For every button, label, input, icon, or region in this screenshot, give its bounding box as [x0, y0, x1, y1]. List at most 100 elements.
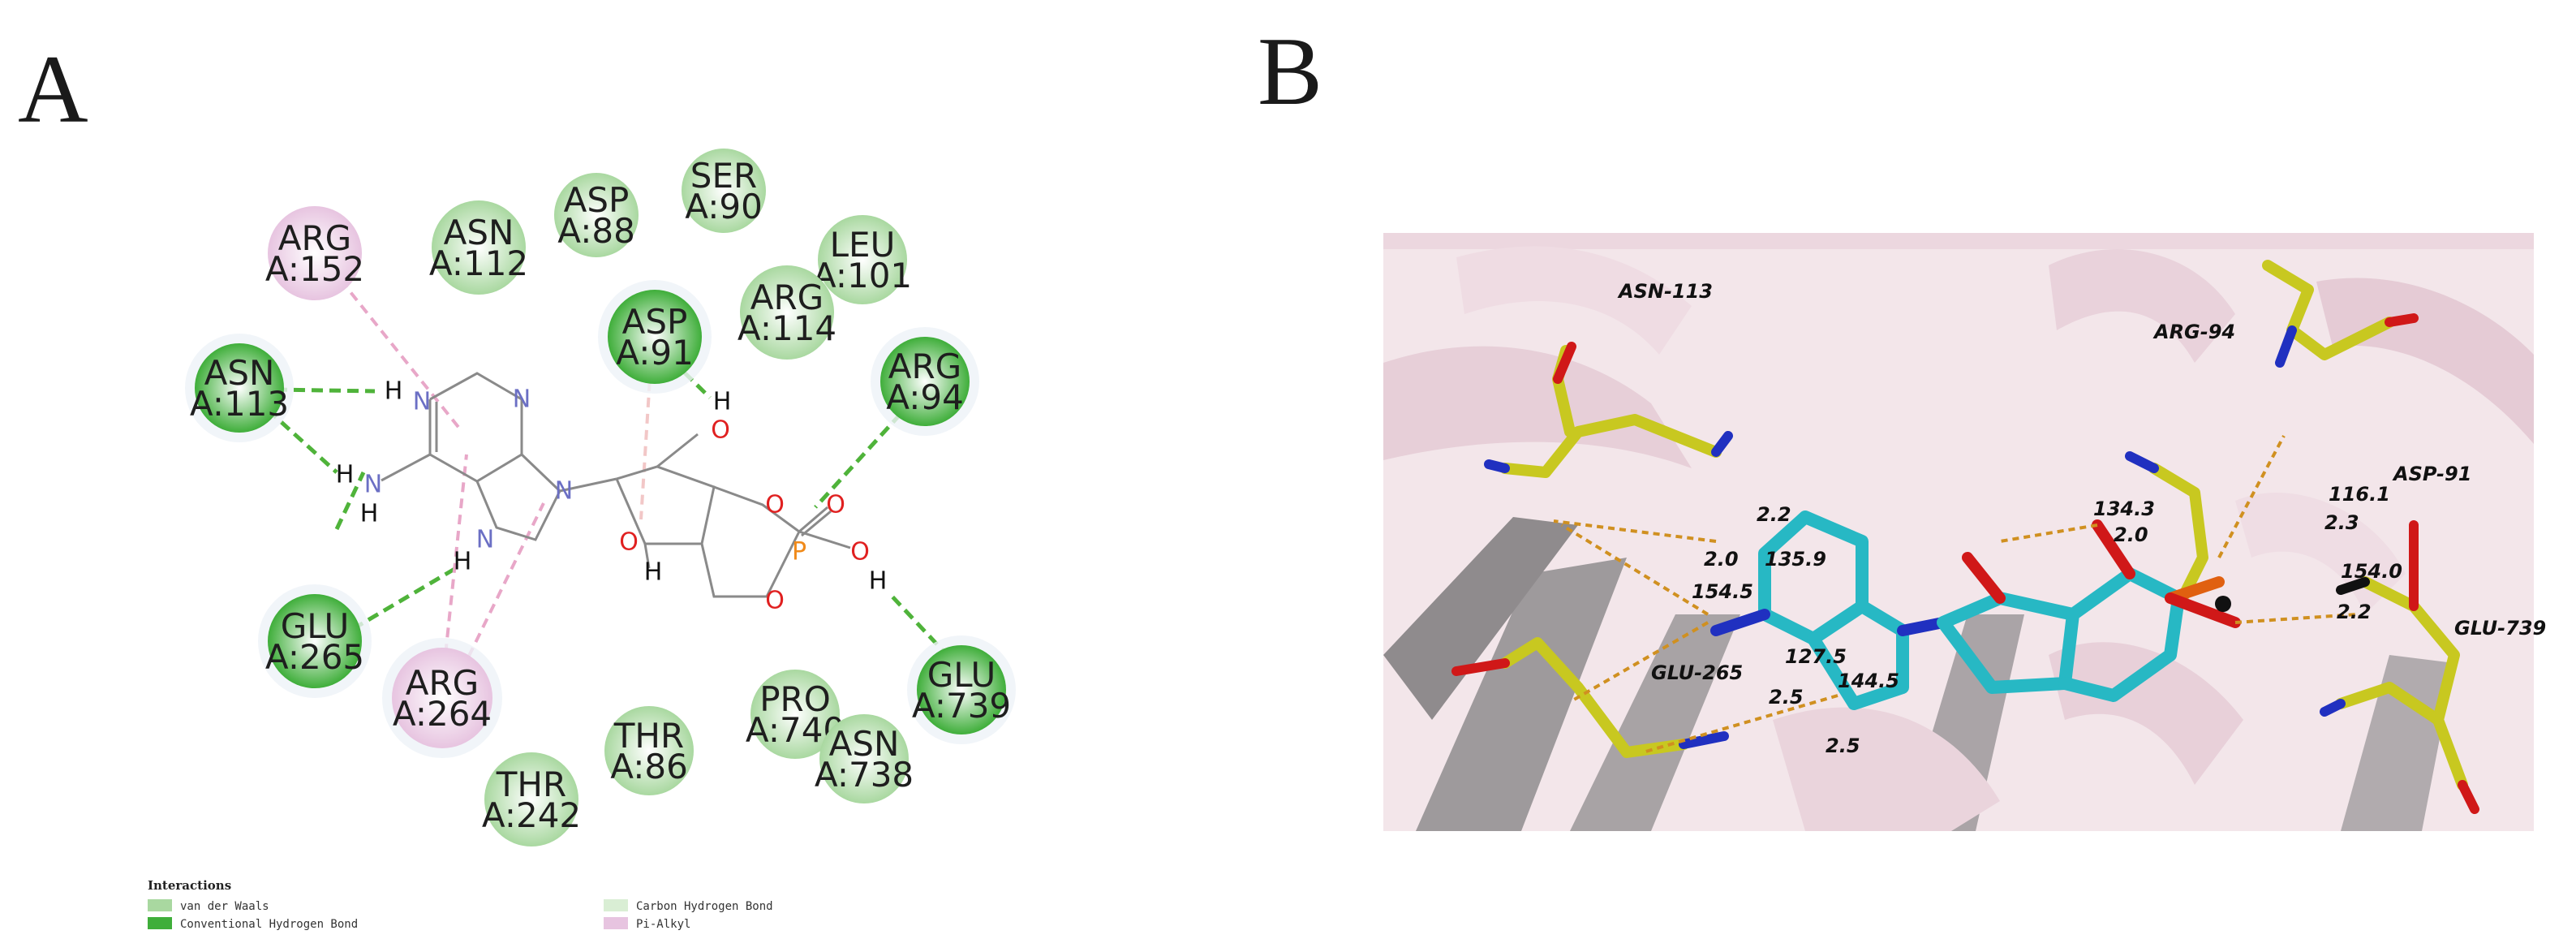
residue-chain: A:264	[393, 694, 492, 734]
residue-chain: A:112	[429, 243, 528, 283]
atom-n1: N	[413, 388, 431, 416]
residue-disc	[268, 206, 362, 300]
residue-name: ASN	[829, 724, 900, 764]
residue-name: PRO	[759, 679, 831, 719]
measure-12: 2.3	[2324, 511, 2359, 534]
residue-name: ARG	[278, 218, 351, 258]
measure-8: 2.5	[1826, 734, 1860, 757]
residue-chain: A:265	[265, 637, 364, 677]
label-asn113: ASN-113	[1617, 280, 1713, 303]
atom-o-ring: O	[619, 528, 639, 557]
residue-chain: A:90	[685, 187, 763, 226]
measure-2: 2.0	[1704, 548, 1739, 571]
residue-chain: A:94	[886, 377, 964, 417]
atom-h-c1: H	[644, 558, 663, 587]
label-glu265: GLU-265	[1651, 661, 1743, 684]
ligand-sticks	[1710, 510, 2241, 710]
residue-disc	[484, 752, 578, 846]
legend-swatch-carbon-hbond	[604, 899, 628, 911]
residue-disc	[917, 645, 1006, 734]
measure-1: 2.2	[1757, 503, 1791, 526]
residue-name: THR	[496, 765, 566, 804]
label-asp91: ASP-91	[2392, 463, 2471, 485]
residue-chain: A:152	[265, 249, 364, 289]
measure-5: 127.5	[1785, 645, 1847, 668]
measurement-labels: 2.2 2.0 135.9 154.5 127.5 2.5 144.5 2.5 …	[1692, 483, 2402, 757]
panel-a-letter: A	[18, 35, 88, 143]
atom-h-n6a: H	[336, 461, 355, 489]
residue-name: ASP	[622, 302, 688, 342]
label-glu739: GLU-739	[2454, 617, 2546, 640]
residue-name: GLU	[927, 655, 996, 695]
atom-h-op: H	[869, 567, 888, 596]
residue-disc	[880, 337, 970, 426]
residue-name: LEU	[830, 225, 896, 265]
hbond-asn113-nh	[266, 408, 338, 474]
legend-title: Interactions	[148, 878, 231, 893]
residue-disc	[554, 173, 639, 257]
residue-name: ASN	[204, 353, 275, 393]
measure-3: 135.9	[1765, 548, 1826, 571]
label-arg94: ARG-94	[2152, 321, 2235, 343]
protein-ribbons	[1383, 233, 2534, 831]
legend-label-vdw: van der Waals	[180, 900, 269, 913]
legend-label-conventional-hbond: Conventional Hydrogen Bond	[180, 918, 358, 931]
residue-bubbles: ARGA:152ASNA:112ASPA:88SERA:90LEUA:101AS…	[185, 149, 1016, 846]
residue-name: ARG	[888, 347, 961, 386]
atom-n7: N	[476, 526, 494, 554]
residue-name: GLU	[281, 606, 350, 646]
hbond-glu265-nh	[334, 471, 366, 531]
atom-o-p-double: O	[826, 491, 845, 519]
residue-disc	[740, 265, 834, 360]
measure-4: 154.5	[1692, 580, 1753, 603]
residue-disc	[750, 670, 840, 759]
atom-o-3: O	[765, 491, 785, 519]
measure-9: 134.3	[2093, 498, 2155, 520]
ligand-structure	[381, 372, 851, 598]
ligand-atom-labels: N N N N N H H H H O H O H O O P O O H	[336, 377, 888, 615]
measure-7: 144.5	[1838, 670, 1899, 692]
residue-disc	[268, 594, 362, 688]
residue-chain: A:738	[815, 755, 914, 795]
residue-chain: A:739	[912, 686, 1011, 726]
atom-o-p-h: O	[850, 538, 870, 566]
atom-p: P	[792, 538, 806, 566]
residue-name: THR	[613, 716, 684, 756]
residue-disc	[682, 149, 766, 233]
atom-o-c2: O	[711, 416, 730, 445]
residue-disc	[392, 648, 492, 748]
residue-disc	[818, 215, 907, 304]
residue-name: ASN	[444, 213, 514, 252]
atom-h-o2: H	[713, 388, 732, 416]
binding-pose-render: ASN-113 ARG-94 ASP-91 GLU-739 GLU-265 2.…	[1383, 233, 2546, 831]
atom-h-n6b: H	[360, 500, 379, 528]
residue-chain: A:91	[616, 333, 694, 373]
residue-name: ARG	[406, 663, 479, 703]
residue-chain: A:86	[610, 747, 688, 786]
panel-b-letter: B	[1258, 17, 1323, 125]
measure-14: 2.2	[2337, 601, 2372, 623]
residue-name: ARG	[750, 278, 824, 317]
residue-labels: ASN-113 ARG-94 ASP-91 GLU-739 GLU-265	[1617, 280, 2546, 684]
residue-chain: A:88	[557, 211, 635, 251]
residue-chain: A:101	[813, 256, 912, 295]
legend-label-carbon-hbond: Carbon Hydrogen Bond	[636, 900, 773, 913]
atom-n6: N	[364, 471, 382, 499]
residue-name: SER	[690, 156, 757, 196]
residue-disc	[432, 200, 526, 295]
residue-chain: A:113	[190, 384, 289, 424]
